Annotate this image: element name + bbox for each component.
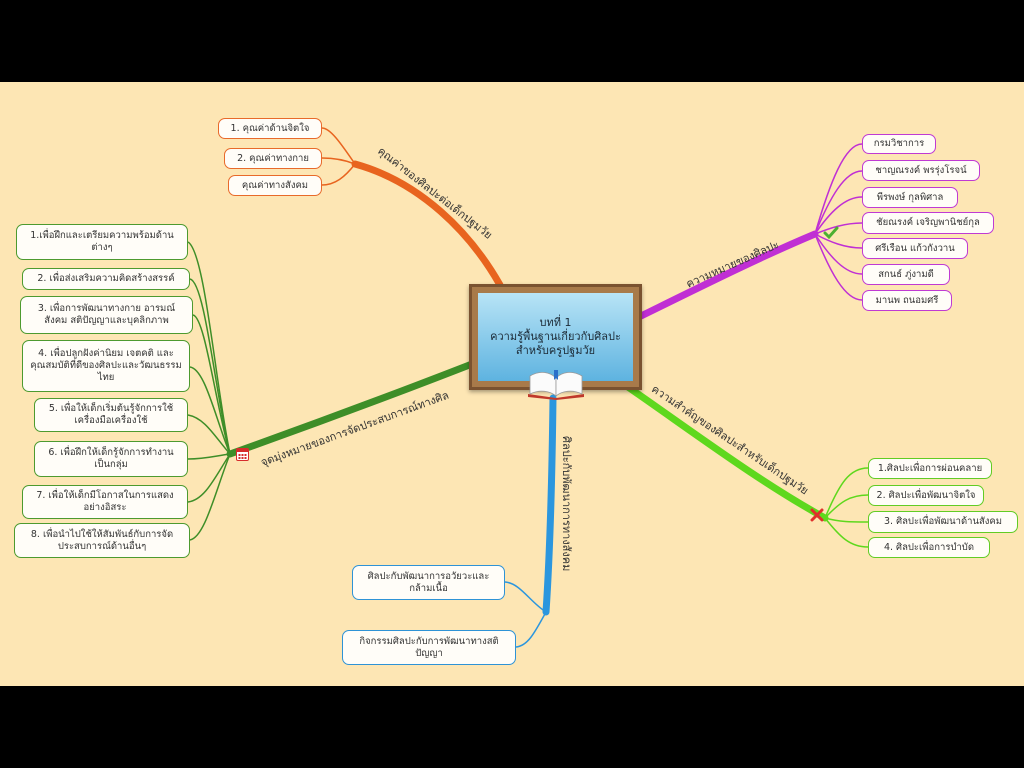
- lime-item-3[interactable]: 3. ศิลปะเพื่อพัฒนาด้านสังคม: [868, 511, 1018, 533]
- orange-item-2[interactable]: 2. คุณค่าทางกาย: [224, 148, 322, 169]
- green-leaf-5: [187, 414, 231, 455]
- check-icon: [823, 226, 839, 240]
- green-leaf-2: [189, 278, 231, 455]
- blue-branch-label: ศิลปะกับพัฒนาการทางสังคม: [560, 436, 573, 572]
- magenta-item-7[interactable]: มานพ ถนอมศรี: [862, 290, 952, 311]
- green-item-5[interactable]: 5. เพื่อให้เด็กเริ่มต้นรู้จักการใช้เครื่…: [34, 398, 188, 432]
- orange-leaf-2: [321, 157, 356, 165]
- green-leaf-6: [187, 453, 231, 460]
- lime-item-1[interactable]: 1.ศิลปะเพื่อการผ่อนคลาย: [868, 458, 992, 479]
- magenta-leaf-1: [814, 143, 863, 235]
- lime-leaf-3: [824, 517, 869, 523]
- green-item-1[interactable]: 1.เพื่อฝึกและเตรียมความพร้อมด้านต่างๆ: [16, 224, 188, 260]
- green-leaf-8: [189, 453, 231, 541]
- blue-item-1[interactable]: ศิลปะกับพัฒนาการอวัยวะและกล้ามเนื้อ: [352, 565, 505, 600]
- magenta-item-5[interactable]: ศรีเรือน แก้วกังวาน: [862, 238, 968, 259]
- magenta-main-branch: [637, 230, 819, 320]
- lime-leaf-1: [824, 467, 869, 519]
- lime-main-branch: [624, 383, 829, 522]
- green-item-8[interactable]: 8. เพื่อนำไปใช้ให้สัมพันธ์กับการจัดประสบ…: [14, 523, 190, 558]
- blue-main-branch: [542, 394, 557, 616]
- orange-item-1[interactable]: 1. คุณค่าด้านจิตใจ: [218, 118, 322, 139]
- orange-item-3[interactable]: คุณค่าทางสังคม: [228, 175, 322, 196]
- magenta-item-6[interactable]: สกนธ์ ภู่งามดี: [862, 264, 950, 285]
- green-main-branch: [226, 360, 476, 458]
- green-item-2[interactable]: 2. เพื่อส่งเสริมความคิดสร้างสรรค์: [22, 268, 190, 290]
- blue-item-2[interactable]: กิจกรรมศิลปะกับการพัฒนาทางสติปัญญา: [342, 630, 516, 665]
- magenta-item-3[interactable]: พีรพงษ์ กุลพิศาล: [862, 187, 958, 208]
- central-topic-board: บทที่ 1 ความรู้พื้นฐานเกี่ยวกับศิลปะ สำห…: [478, 293, 633, 381]
- magenta-item-4[interactable]: ชัยณรงค์ เจริญพานิชย์กุล: [862, 212, 994, 234]
- lime-item-4[interactable]: 4. ศิลปะเพื่อการบำบัด: [868, 537, 990, 558]
- green-item-3[interactable]: 3. เพื่อการพัฒนาทางกาย อารมณ์ สังคม สติป…: [20, 296, 193, 334]
- orange-leaf-3: [321, 163, 356, 186]
- magenta-item-2[interactable]: ชาญณรงค์ พรรุ่งโรจน์: [862, 160, 980, 181]
- lime-leaf-2: [824, 494, 869, 519]
- cross-icon: [810, 508, 824, 522]
- magenta-leaf-2: [814, 170, 863, 235]
- lime-item-2[interactable]: 2. ศิลปะเพื่อพัฒนาจิตใจ: [868, 485, 984, 506]
- magenta-leaf-5: [814, 233, 863, 249]
- magenta-leaf-3: [814, 196, 863, 235]
- magenta-leaf-4: [814, 222, 863, 235]
- green-leaf-3: [192, 314, 231, 455]
- green-item-4[interactable]: 4. เพื่อปลูกฝังค่านิยม เจตคติ และคุณสมบั…: [22, 340, 190, 392]
- magenta-item-1[interactable]: กรมวิชาการ: [862, 134, 936, 154]
- book-icon: [528, 370, 584, 400]
- blue-leaf-1: [504, 581, 547, 613]
- magenta-leaf-6: [814, 233, 863, 275]
- green-leaf-7: [187, 453, 231, 503]
- calendar-icon: [236, 448, 249, 461]
- lime-leaf-4: [824, 517, 869, 548]
- orange-main-branch: [351, 160, 504, 289]
- green-item-7[interactable]: 7. เพื่อให้เด็กมีโอกาสในการแสดงอย่างอิสร…: [22, 485, 188, 519]
- central-topic-line-2: ความรู้พื้นฐานเกี่ยวกับศิลปะ: [490, 330, 621, 343]
- central-topic-line-1: บทที่ 1: [539, 316, 572, 329]
- magenta-leaf-7: [814, 233, 863, 301]
- green-item-6[interactable]: 6. เพื่อฝึกให้เด็กรู้จักการทำงานเป็นกลุ่…: [34, 441, 188, 477]
- green-leaf-4: [189, 366, 231, 455]
- blue-leaf-2: [515, 611, 547, 648]
- branch-connectors: [187, 127, 869, 648]
- orange-leaf-1: [321, 127, 356, 165]
- mind-map-canvas: คุณค่าของศิลปะต่อเด็กปฐมวัย จุดมุ่งหมายข…: [0, 82, 1024, 686]
- central-topic-line-3: สำหรับครูปฐมวัย: [515, 344, 596, 357]
